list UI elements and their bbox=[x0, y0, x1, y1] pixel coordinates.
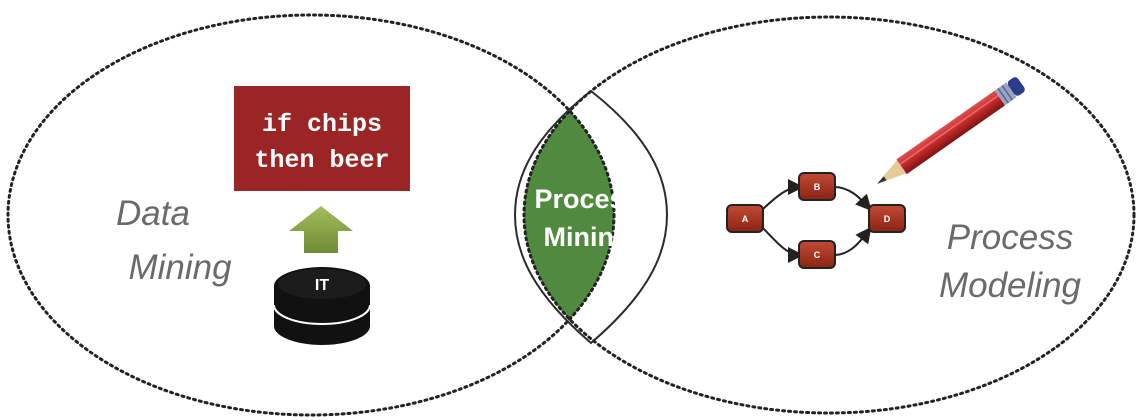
edge-a-b bbox=[762, 179, 804, 210]
svg-text:A: A bbox=[742, 214, 749, 224]
svg-text:C: C bbox=[814, 250, 821, 260]
edge-a-c bbox=[762, 227, 804, 263]
data-mining-label-line2: Mining bbox=[128, 248, 232, 287]
process-node-d: D bbox=[868, 204, 906, 233]
overlap-lens-outline bbox=[513, 89, 669, 345]
process-modeling-label-line1: Process bbox=[947, 218, 1073, 257]
process-modeling-ellipse bbox=[522, 15, 1136, 415]
database-label: IT bbox=[315, 277, 329, 294]
process-modeling-label-line2: Modeling bbox=[939, 266, 1082, 305]
up-arrow-icon bbox=[289, 206, 353, 253]
center-label-line1: Process bbox=[534, 184, 639, 214]
process-model: A B C D bbox=[726, 172, 906, 269]
edge-c-d bbox=[833, 226, 872, 256]
database-icon: IT bbox=[273, 267, 371, 345]
rule-box: if chips then beer bbox=[234, 86, 410, 191]
process-node-b: B bbox=[798, 172, 836, 201]
svg-text:D: D bbox=[884, 214, 891, 224]
pencil-icon bbox=[877, 77, 1025, 184]
process-node-c: C bbox=[798, 240, 836, 269]
rule-line2: then beer bbox=[254, 146, 389, 175]
center-label-line2: Mining bbox=[544, 222, 631, 252]
svg-text:B: B bbox=[814, 182, 821, 192]
process-node-a: A bbox=[726, 204, 764, 233]
data-mining-label-line1: Data bbox=[116, 194, 190, 233]
edge-b-d bbox=[833, 186, 872, 211]
data-mining-ellipse bbox=[6, 13, 616, 417]
rule-line1: if chips bbox=[262, 110, 382, 139]
